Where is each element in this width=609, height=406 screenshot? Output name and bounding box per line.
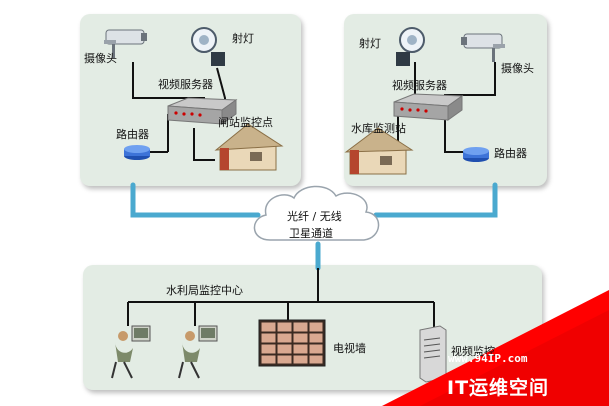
camera-icon: [104, 29, 147, 58]
control-center-title: 水利局监控中心: [166, 284, 243, 297]
server-tower-icon: [419, 325, 447, 383]
tv-wall-label: 电视墙: [333, 342, 366, 355]
spotlight-icon: [191, 27, 225, 66]
right-station-label: 水库监测站: [351, 122, 406, 135]
center-wires: [127, 268, 435, 330]
left-station-label: 闸站监控点: [218, 116, 273, 129]
station-house-icon: [214, 123, 284, 171]
tv-wall-icon: [258, 319, 326, 367]
right-router-label: 路由器: [494, 147, 527, 160]
left-camera-label: 摄像头: [84, 52, 117, 65]
left-video-server-label: 视频服务器: [158, 78, 213, 91]
left-router-label: 路由器: [116, 128, 149, 141]
router-icon: [124, 145, 150, 160]
spotlight-icon: [396, 27, 425, 66]
right-spotlight-label: 射灯: [359, 37, 381, 50]
center-video-server-label: 视频监控: [451, 345, 495, 358]
cloud-icon: [253, 185, 380, 241]
video-server-icon: [393, 93, 464, 121]
watermark-url: www.94IP.com: [448, 352, 528, 365]
right-camera-label: 摄像头: [501, 62, 534, 75]
watermark-brand: IT运维空间: [447, 377, 550, 399]
operator-workstation-icon: [178, 325, 218, 379]
video-server-icon: [167, 97, 238, 125]
watermark-band: [382, 290, 609, 406]
right-video-server-label: 视频服务器: [392, 79, 447, 92]
left-spotlight-label: 射灯: [232, 32, 254, 45]
network-channel-label-2: 卫星通道: [289, 227, 333, 240]
network-channel-label-1: 光纤 / 无线: [287, 210, 342, 223]
network-links: [130, 182, 498, 271]
router-icon: [463, 147, 489, 162]
camera-icon: [461, 33, 505, 62]
operator-workstation-icon: [111, 325, 151, 379]
station-house-icon: [344, 127, 414, 175]
